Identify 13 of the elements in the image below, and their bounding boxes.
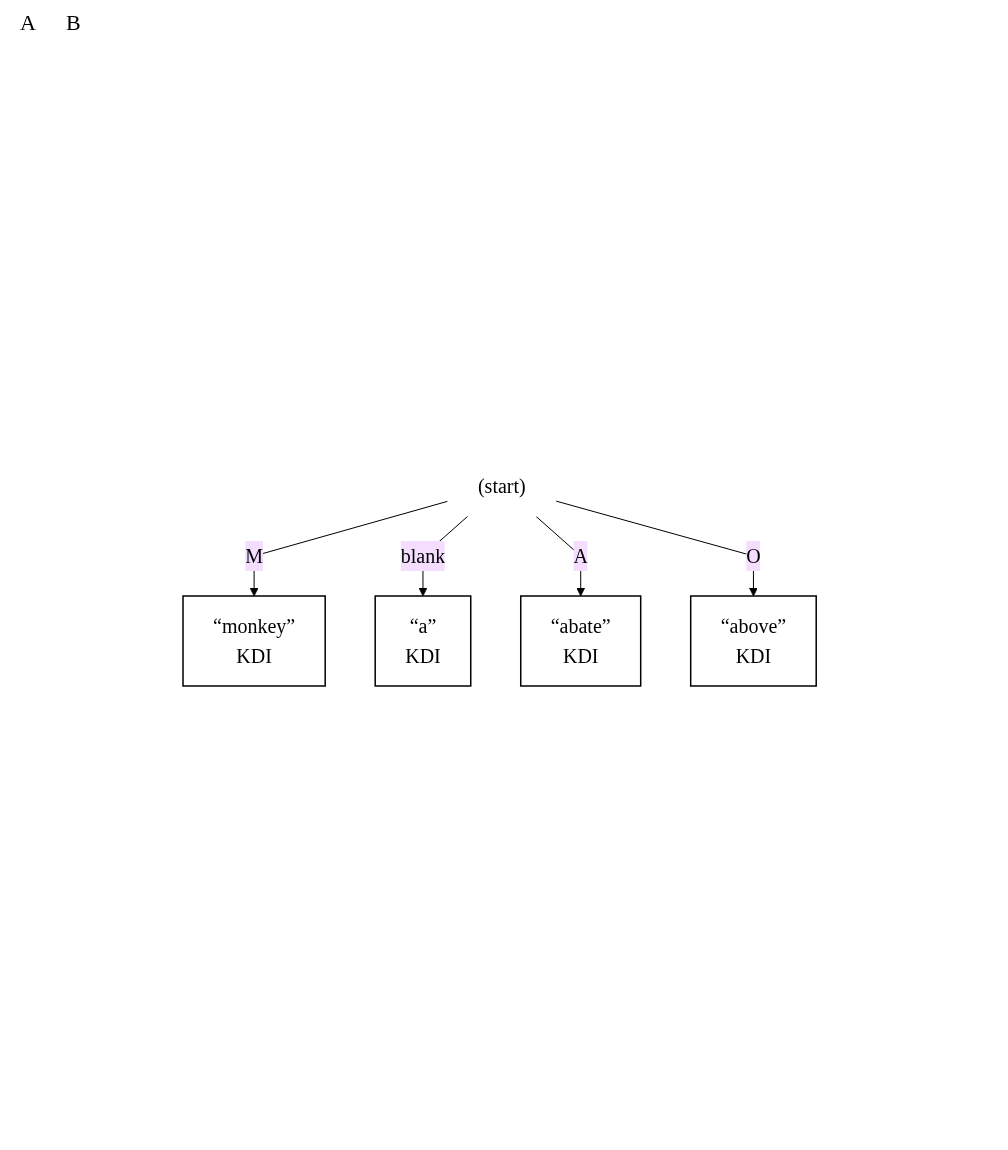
node-box: “abate” KDI bbox=[520, 595, 642, 687]
arrow bbox=[250, 500, 449, 597]
node-box: “a” KDI bbox=[374, 595, 472, 687]
node-box: “above” KDI bbox=[690, 595, 818, 687]
node-box: “monkey” KDI bbox=[182, 595, 327, 687]
branch-label: A bbox=[20, 10, 36, 36]
arrow bbox=[555, 500, 759, 597]
node-text: (start) bbox=[478, 475, 527, 497]
edge-label: A bbox=[573, 545, 589, 567]
edge-label: blank bbox=[401, 545, 446, 567]
edge-label: O bbox=[746, 545, 762, 567]
edge-label: M bbox=[245, 545, 264, 567]
branch-label: B bbox=[65, 10, 81, 36]
